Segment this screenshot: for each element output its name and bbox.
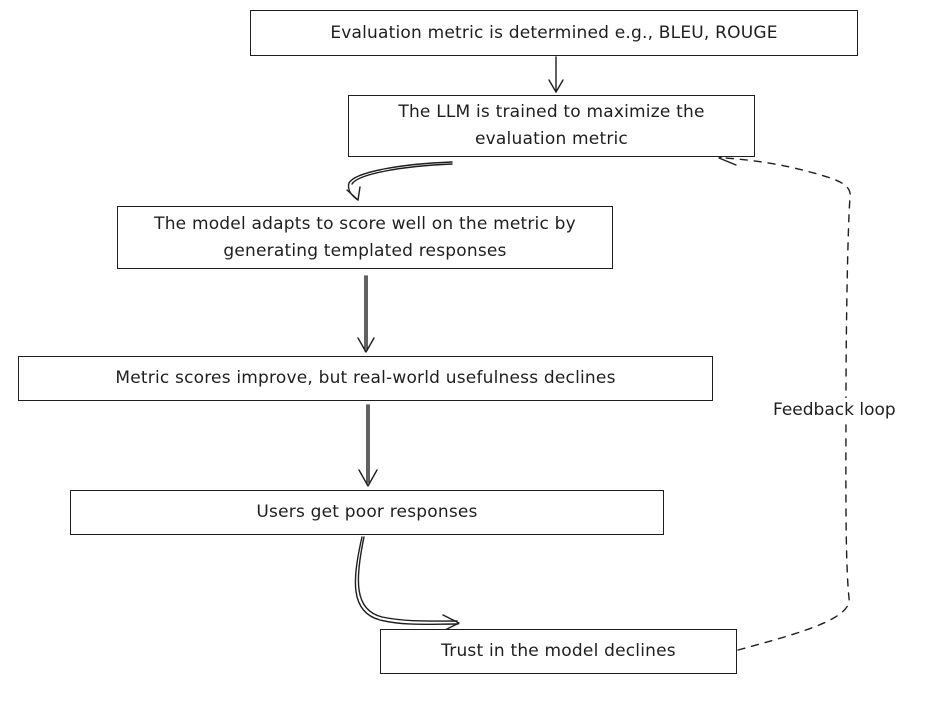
node-label: The model adapts to score well on the me… [154, 213, 576, 261]
node-label: Metric scores improve, but real-world us… [115, 368, 616, 388]
node-label: The LLM is trained to maximize the evalu… [398, 102, 705, 149]
arrow-adaptation-to-scores [357, 275, 375, 353]
node-label: Trust in the model declines [441, 641, 676, 661]
arrow-training-to-adaptation [346, 161, 453, 201]
arrow-scores-to-poor-responses [358, 404, 378, 487]
node-label: Users get poor responses [256, 502, 478, 522]
arrow-poor-responses-to-trust [354, 536, 460, 632]
node-poor-responses: Users get poor responses [70, 490, 664, 535]
node-model-adapts: The model adapts to score well on the me… [117, 206, 613, 269]
node-metric-determined: Evaluation metric is determined e.g., BL… [250, 10, 858, 56]
arrow-metric-to-training [548, 56, 564, 93]
node-llm-trained: The LLM is trained to maximize the evalu… [348, 95, 755, 157]
node-trust-declines: Trust in the model declines [380, 629, 737, 674]
node-label: Evaluation metric is determined e.g., BL… [330, 22, 778, 43]
node-scores-improve: Metric scores improve, but real-world us… [18, 356, 713, 401]
feedback-loop-label: Feedback loop [770, 398, 899, 422]
